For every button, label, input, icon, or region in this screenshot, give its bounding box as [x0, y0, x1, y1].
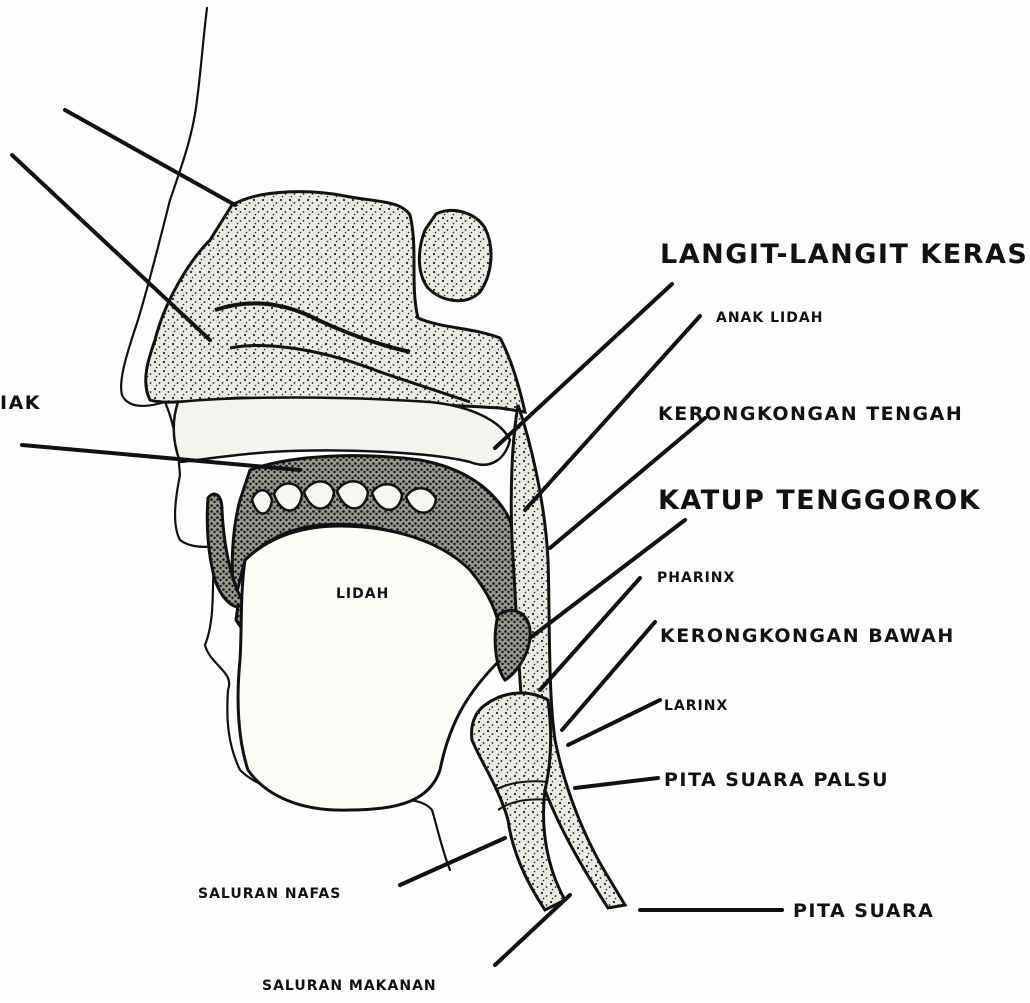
label-saluran-nafas: SALURAN NAFAS	[198, 886, 341, 902]
label-pharinx: PHARINX	[657, 570, 735, 586]
label-pita-suara: PITA SUARA	[793, 900, 934, 922]
tongue	[238, 526, 501, 810]
adenoid	[419, 210, 491, 300]
label-left-partial: IAK	[0, 392, 41, 414]
label-katup-tenggorok: KATUP TENGGOROK	[658, 485, 981, 516]
label-lidah: LIDAH	[336, 586, 389, 602]
label-saluran-makanan: SALURAN MAKANAN	[262, 978, 437, 994]
label-pita-suara-palsu: PITA SUARA PALSU	[664, 769, 889, 791]
label-larinx: LARINX	[664, 698, 728, 714]
label-kerongkongan-tengah: KERONGKONGAN TENGAH	[658, 403, 963, 425]
label-kerongkongan-bawah: KERONGKONGAN BAWAH	[660, 625, 955, 647]
label-langit-langit-keras: LANGIT-LANGIT KERAS	[660, 239, 1028, 270]
label-anak-lidah: ANAK LIDAH	[716, 310, 823, 326]
